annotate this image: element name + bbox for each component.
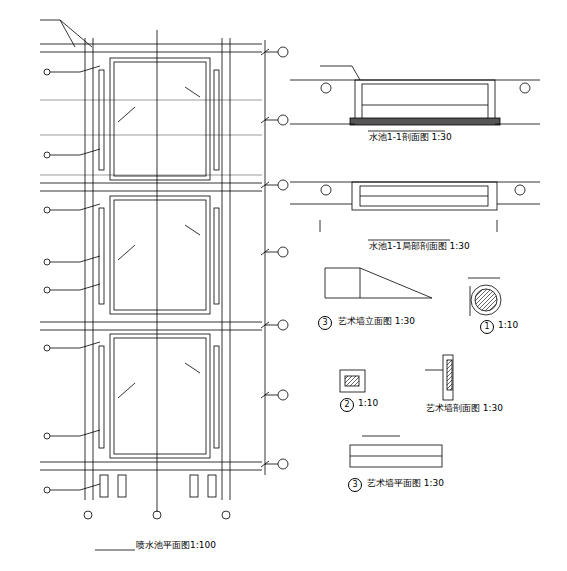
band-line (40, 470, 262, 471)
grid-line (40, 175, 262, 176)
leader (50, 348, 80, 349)
grid-line (265, 185, 278, 186)
grid-bubble (278, 459, 288, 469)
callout-dot (44, 487, 50, 493)
leader (185, 87, 200, 97)
leader (80, 66, 100, 72)
leader (50, 72, 80, 73)
grid-line (40, 100, 262, 101)
grid-line (265, 252, 278, 253)
grid-line (265, 325, 278, 326)
grid-bubble (278, 115, 288, 125)
leader (118, 107, 135, 122)
leader (80, 430, 100, 436)
band-line (40, 462, 262, 463)
grid-line (265, 52, 278, 53)
grid-bubble (278, 47, 288, 57)
drawing-title: 艺术墙立面图 1:30 (337, 317, 416, 327)
leader (80, 484, 100, 490)
drawing-title: 喷水池平面图1:100 (135, 541, 217, 551)
band-line (40, 191, 262, 192)
band-line (40, 322, 262, 323)
callout-dot (44, 207, 50, 213)
grid-bubble (278, 320, 288, 330)
slot (214, 70, 219, 170)
grid-bubble (278, 180, 288, 190)
grid-line (265, 464, 278, 465)
leader (80, 256, 100, 262)
drawing-title: 艺术墙平面图 1:30 (366, 479, 445, 489)
callout-number: 3 (318, 316, 332, 330)
plan (40, 20, 288, 550)
band-line (40, 330, 262, 331)
grid-bubble (278, 247, 288, 257)
callout-number: 3 (348, 478, 362, 492)
leader (118, 383, 135, 398)
leader (118, 245, 135, 260)
leader (50, 436, 80, 437)
slot (214, 208, 219, 304)
grid-bubble (278, 390, 288, 400)
callout-dot (44, 152, 50, 158)
leader (80, 342, 100, 348)
callout-dot (44, 345, 50, 351)
grid-line (265, 395, 278, 396)
callout-number: 1 (480, 320, 494, 334)
drawing-title: 水池1-1局部剖面图 1:30 (368, 242, 471, 252)
art-wall (325, 268, 501, 467)
leader (185, 225, 200, 235)
callout-dot (44, 69, 50, 75)
slot (99, 346, 104, 448)
leader (50, 290, 80, 291)
leader (80, 149, 100, 155)
drawing-title: 艺术墙剖面图 1:30 (425, 404, 504, 414)
leader (80, 204, 100, 210)
slot (99, 70, 104, 170)
callout-dot (44, 433, 50, 439)
drawing-title: 水池1-1剖面图 1:30 (368, 133, 453, 143)
band-line (40, 183, 262, 184)
leader (80, 284, 100, 290)
callout-dot (44, 259, 50, 265)
leader (50, 262, 80, 263)
scale: 1:10 (497, 321, 519, 331)
slot (214, 346, 219, 448)
leader (50, 210, 80, 211)
pool-section (290, 66, 540, 240)
leader (50, 490, 80, 491)
callout-number: 2 (340, 398, 354, 412)
scale: 1:10 (357, 399, 379, 409)
grid-line (40, 135, 262, 136)
leader (185, 363, 200, 373)
grid-line (265, 120, 278, 121)
callout-dot (44, 287, 50, 293)
leader (50, 155, 80, 156)
band-line (40, 52, 262, 53)
